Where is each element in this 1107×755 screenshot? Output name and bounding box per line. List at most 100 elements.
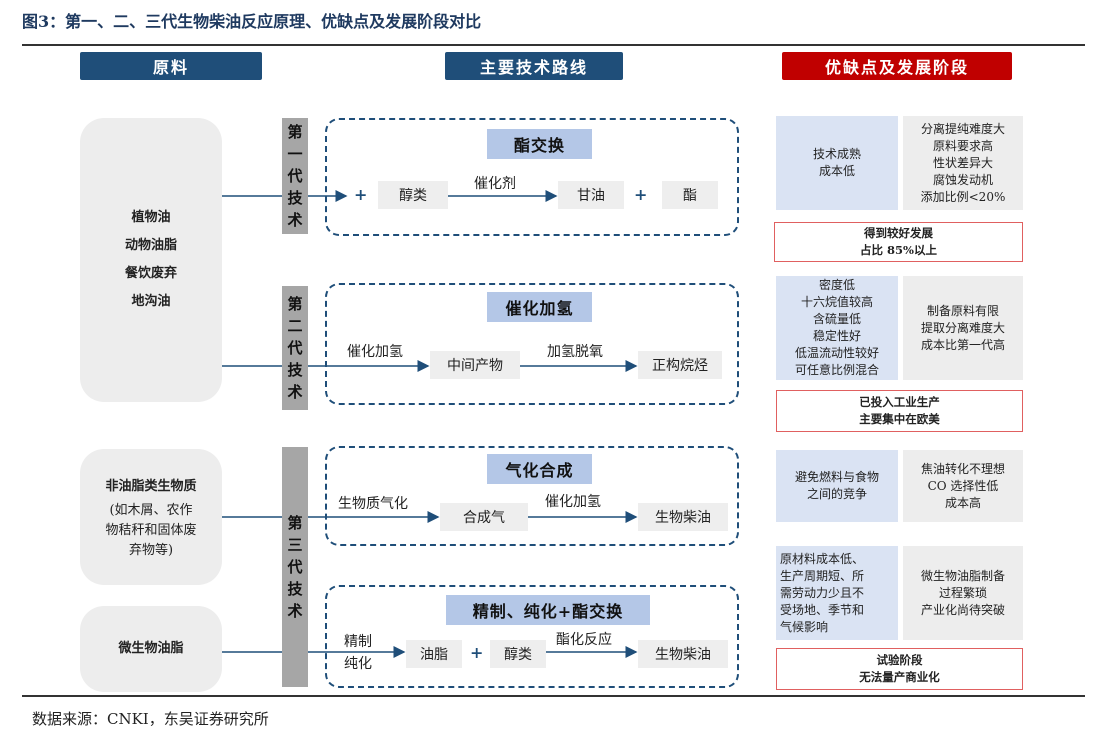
gen-label-char: 代 <box>287 339 303 357</box>
con-item: 成本比第一代高 <box>920 337 1005 352</box>
gen2-step2-label: 加氢脱氧 <box>547 344 603 360</box>
source-microbial-oil: 微生物油脂 <box>80 606 222 692</box>
gen1-cons: 分离提纯难度大 原料要求高 性状差异大 腐蚀发动机 添加比例<20% <box>903 116 1023 210</box>
gen2-step1-label: 催化加氢 <box>347 344 403 360</box>
gen3-label: 第三代技术 <box>282 447 308 687</box>
gen1-product-glycerol: 甘油 <box>558 181 624 209</box>
gen3b-route-box <box>325 585 739 688</box>
figure-title: 图3：第一、二、三代生物柴油反应原理、优缺点及发展阶段对比 <box>22 12 482 31</box>
gen3b-step1-label: 精制 <box>344 634 372 650</box>
gen2-pros: 密度低 十六烷值较高 含硫量低 稳定性好 低温流动性较好 可任意比例混合 <box>776 276 898 380</box>
gen-label-char: 技 <box>287 189 303 207</box>
pro-item: 密度低 <box>818 278 855 292</box>
pro-item: 含硫量低 <box>812 312 861 326</box>
gen-label-char: 代 <box>287 558 303 576</box>
gen1-product-ester: 酯 <box>662 181 718 209</box>
gen2-label: 第二代技术 <box>282 286 308 410</box>
bottom-rule <box>22 695 1085 697</box>
gen2-route-box <box>325 283 739 405</box>
gen1-catalyst-label: 催化剂 <box>474 176 516 192</box>
gen3a-pros: 避免燃料与食物 之间的竞争 <box>776 450 898 522</box>
con-item: 焦油转化不理想 <box>920 461 1005 476</box>
gen-label-char: 术 <box>287 383 303 401</box>
con-item: 成本高 <box>944 495 981 510</box>
gen3a-cons: 焦油转化不理想 CO 选择性低 成本高 <box>903 450 1023 522</box>
gen1-route-box <box>325 118 739 236</box>
con-item: 分离提纯难度大 <box>920 121 1005 136</box>
con-item: 原料要求高 <box>932 138 993 153</box>
gen-label-char: 第 <box>287 123 303 141</box>
stage-line: 试验阶段 <box>876 653 923 667</box>
con-item: 添加比例<20% <box>920 189 1006 204</box>
gen3b-step2-label: 酯化反应 <box>556 632 612 648</box>
pro-item: 低温流动性较好 <box>794 346 879 360</box>
materials-header: 原料 <box>80 52 262 80</box>
source-oils: 植物油 动物油脂 餐饮废弃 地沟油 <box>80 118 222 402</box>
gen-label-char: 第 <box>287 514 303 532</box>
gen1-label: 第一代技术 <box>282 118 308 234</box>
gen3b-cons: 微生物油脂制备 过程繁琐 产业化尚待突破 <box>903 546 1023 640</box>
gen3a-syngas: 合成气 <box>440 503 528 531</box>
gen-label-char: 一 <box>287 145 303 163</box>
pro-item: 成本低 <box>818 164 855 178</box>
source-biomass: 非油脂类生物质 (如木屑、农作 物秸秆和固体废 弃物等) <box>80 449 222 585</box>
pro-item: 稳定性好 <box>812 329 861 343</box>
gen-label-char: 第 <box>287 295 303 313</box>
con-item: 产业化尚待突破 <box>920 602 1005 617</box>
gen1-pros: 技术成熟 成本低 <box>776 116 898 210</box>
pro-item: 可任意比例混合 <box>794 363 879 377</box>
con-item: 性状差异大 <box>932 155 993 170</box>
pro-item: 避免燃料与食物 <box>794 470 879 484</box>
gen3b-product: 生物柴油 <box>638 640 728 668</box>
stage-line: 占比 85%以上 <box>860 243 937 257</box>
evaluation-header: 优缺点及发展阶段 <box>782 52 1012 80</box>
source-biomass-detail: 弃物等) <box>128 543 174 558</box>
source-oil-item: 餐饮废弃 <box>124 266 177 281</box>
gen3a-route-title: 气化合成 <box>487 454 592 484</box>
gen-label-char: 术 <box>287 602 303 620</box>
gen-label-char: 技 <box>287 580 303 598</box>
stage-line: 无法量产商业化 <box>859 670 940 684</box>
gen-label-char: 代 <box>287 167 303 185</box>
source-oil-item: 植物油 <box>131 210 171 225</box>
gen3a-step1-label: 生物质气化 <box>338 496 408 512</box>
con-item: 腐蚀发动机 <box>932 172 993 187</box>
gen3b-pros: 原材料成本低、 生产周期短、所 需劳动力少且不 受场地、季节和 气候影响 <box>776 546 898 640</box>
con-item: 过程繁琐 <box>938 585 987 600</box>
gen3a-route-box <box>325 446 739 546</box>
con-item: CO 选择性低 <box>927 478 999 493</box>
routes-header: 主要技术路线 <box>445 52 623 80</box>
gen-label-char: 三 <box>287 536 303 554</box>
gen3a-product: 生物柴油 <box>638 503 728 531</box>
gen-label-char: 二 <box>287 317 303 335</box>
source-oil-item: 地沟油 <box>131 294 171 309</box>
gen3b-oil: 油脂 <box>406 640 462 668</box>
pro-item: 生产周期短、所 <box>780 568 865 583</box>
pro-item: 气候影响 <box>780 619 829 634</box>
source-biomass-title: 非油脂类生物质 <box>105 479 197 494</box>
gen2-intermediate: 中间产物 <box>430 351 520 379</box>
gen3b-step1-label: 纯化 <box>344 656 372 672</box>
gen1-stage: 得到较好发展 占比 85%以上 <box>774 222 1023 262</box>
gen3b-route-title: 精制、纯化+酯交换 <box>446 595 650 625</box>
gen2-route-title: 催化加氢 <box>487 292 592 322</box>
plus-sign: + <box>470 643 484 662</box>
gen2-product: 正构烷烃 <box>638 351 722 379</box>
gen-label-char: 技 <box>287 361 303 379</box>
pro-item: 原材料成本低、 <box>780 551 865 566</box>
pro-item: 十六烷值较高 <box>800 295 873 309</box>
pro-item: 技术成熟 <box>812 147 861 161</box>
pro-item: 受场地、季节和 <box>780 602 865 617</box>
plus-sign: + <box>634 185 648 204</box>
stage-line: 主要集中在欧美 <box>859 412 940 426</box>
source-biomass-detail: (如木屑、农作 <box>109 503 193 518</box>
gen1-route-title: 酯交换 <box>487 129 592 159</box>
gen3b-alcohol: 醇类 <box>490 640 546 668</box>
gen1-input-alcohol: 醇类 <box>378 181 448 209</box>
gen2-cons: 制备原料有限 提取分离难度大 成本比第一代高 <box>903 276 1023 380</box>
con-item: 提取分离难度大 <box>920 320 1005 335</box>
con-item: 微生物油脂制备 <box>920 568 1005 583</box>
pro-item: 之间的竞争 <box>806 487 867 501</box>
source-footnote: 数据来源：CNKI，东吴证券研究所 <box>32 710 269 728</box>
top-rule <box>22 44 1085 46</box>
